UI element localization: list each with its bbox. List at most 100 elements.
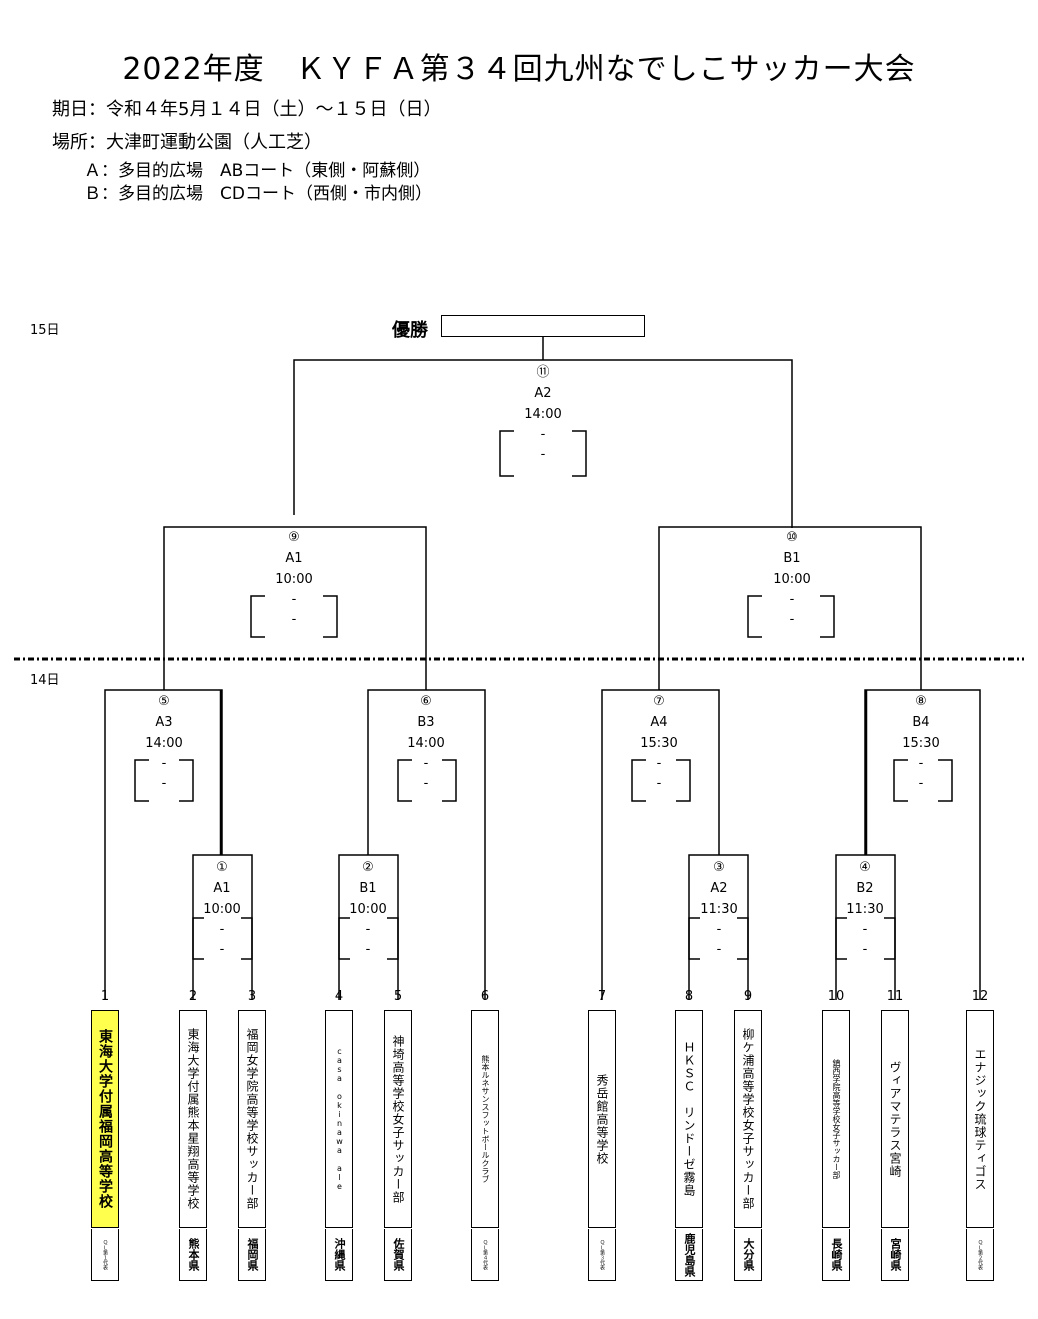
seed-number: 8 [684, 989, 694, 1004]
match-court: A4 [650, 715, 668, 730]
match-court: A2 [710, 881, 728, 896]
team-prefecture: 熊本県 [179, 1229, 207, 1281]
score-bracket [134, 759, 194, 802]
match-time: 10:00 [275, 572, 313, 587]
day2-label: 15日 [30, 323, 60, 338]
match-no: ⑪ [536, 365, 550, 380]
match-court: B2 [856, 881, 874, 896]
match-score-top: - [423, 756, 429, 771]
match-no: ② [362, 860, 374, 875]
match-court: A3 [155, 715, 173, 730]
match-no: ⑨ [288, 530, 300, 545]
bracket-line [601, 689, 720, 1000]
match-time: 10:00 [349, 902, 387, 917]
match-no: ① [216, 860, 228, 875]
venue-line: 場所：大津町運動公園（人工芝） [52, 132, 322, 153]
seed-number: 4 [334, 989, 344, 1004]
match-court: B1 [359, 881, 377, 896]
match-score-bottom: - [789, 612, 795, 627]
match-score-bottom: - [716, 942, 722, 957]
match-time: 14:00 [145, 736, 183, 751]
match-score-top: - [918, 756, 924, 771]
match-no: ⑥ [420, 694, 432, 709]
team-name-box: エナジック琉球ティゴス [966, 1010, 994, 1228]
team-name-box: 東海大学付属福岡高等学校 [91, 1010, 119, 1228]
page-title: 2022年度 ＫＹＦＡ第３４回九州なでしこサッカー大会 [122, 52, 916, 87]
match-score-bottom: - [219, 942, 225, 957]
score-bracket [192, 917, 253, 960]
match-no: ③ [713, 860, 725, 875]
score-bracket [747, 595, 835, 638]
match-time: 14:00 [524, 407, 562, 422]
match-court: B3 [417, 715, 435, 730]
match-court: A1 [285, 551, 303, 566]
venue-a-line: Ａ：多目的広場 ABコート（東側・阿蘇側） [84, 161, 431, 181]
match-court: A2 [534, 386, 552, 401]
team-name-box: ヴィアマテラス宮崎 [881, 1010, 909, 1228]
team-name-box: 柳ケ浦高等学校女子サッカー部 [734, 1010, 762, 1228]
seed-number: 11 [886, 989, 904, 1004]
match-score-bottom: - [161, 776, 167, 791]
match-no: ⑧ [915, 694, 927, 709]
match-court: A1 [213, 881, 231, 896]
team-name-box: 福岡女学院高等学校サッカー部 [238, 1010, 266, 1228]
date-line: 期日：令和４年5月１４日（土）～１５日（日） [52, 99, 442, 120]
match-court: B1 [783, 551, 801, 566]
bracket-line [163, 526, 427, 690]
seed-number: 6 [480, 989, 490, 1004]
team-prefecture: 大分県 [734, 1229, 762, 1281]
day1-label: 14日 [30, 673, 60, 688]
team-name-box: ＨＫＳＣ リンドーゼ霧島 [675, 1010, 703, 1228]
match-score-top: - [789, 592, 795, 607]
match-no: ④ [859, 860, 871, 875]
match-score-bottom: - [862, 942, 868, 957]
team-prefecture: 佐賀県 [384, 1229, 412, 1281]
seed-number: 10 [827, 989, 845, 1004]
team-prefecture: 福岡県 [238, 1229, 266, 1281]
score-bracket [893, 759, 953, 802]
match-time: 15:30 [902, 736, 940, 751]
team-name-box: 秀岳館高等学校 [588, 1010, 616, 1228]
team-prefecture: ＱＬ第４代表 [471, 1229, 499, 1281]
match-score-top: - [219, 922, 225, 937]
score-bracket [250, 595, 338, 638]
match-score-bottom: - [540, 447, 546, 462]
seed-number: 1 [100, 989, 110, 1004]
seed-number: 5 [393, 989, 403, 1004]
team-prefecture: 沖縄県 [325, 1229, 353, 1281]
match-no: ⑤ [158, 694, 170, 709]
match-score-bottom: - [656, 776, 662, 791]
match-score-bottom: - [291, 612, 297, 627]
match-score-top: - [161, 756, 167, 771]
match-score-top: - [656, 756, 662, 771]
match-time: 11:30 [846, 902, 884, 917]
score-bracket [835, 917, 896, 960]
team-prefecture: ＱＬ第１代表 [91, 1229, 119, 1281]
match-score-bottom: - [918, 776, 924, 791]
team-name-box: 東海大学付属熊本星翔高等学校 [179, 1010, 207, 1228]
bracket-line [658, 526, 922, 690]
seed-number: 12 [971, 989, 989, 1004]
team-prefecture: ＱＬ第２代表 [966, 1229, 994, 1281]
team-name-box: casa okinawa ale [325, 1010, 353, 1228]
match-label: ⑤ A3 14:00 - - [124, 694, 204, 791]
match-time: 14:00 [407, 736, 445, 751]
team-prefecture: 宮崎県 [881, 1229, 909, 1281]
score-bracket [397, 759, 457, 802]
match-time: 10:00 [773, 572, 811, 587]
team-name-box: 神埼高等学校女子サッカー部 [384, 1010, 412, 1228]
match-score-top: - [716, 922, 722, 937]
team-prefecture: 鹿児島県 [675, 1229, 703, 1281]
score-bracket [338, 917, 399, 960]
seed-number: 2 [188, 989, 198, 1004]
match-score-top: - [540, 427, 546, 442]
score-bracket [688, 917, 749, 960]
champion-label: 優勝 [392, 320, 428, 341]
